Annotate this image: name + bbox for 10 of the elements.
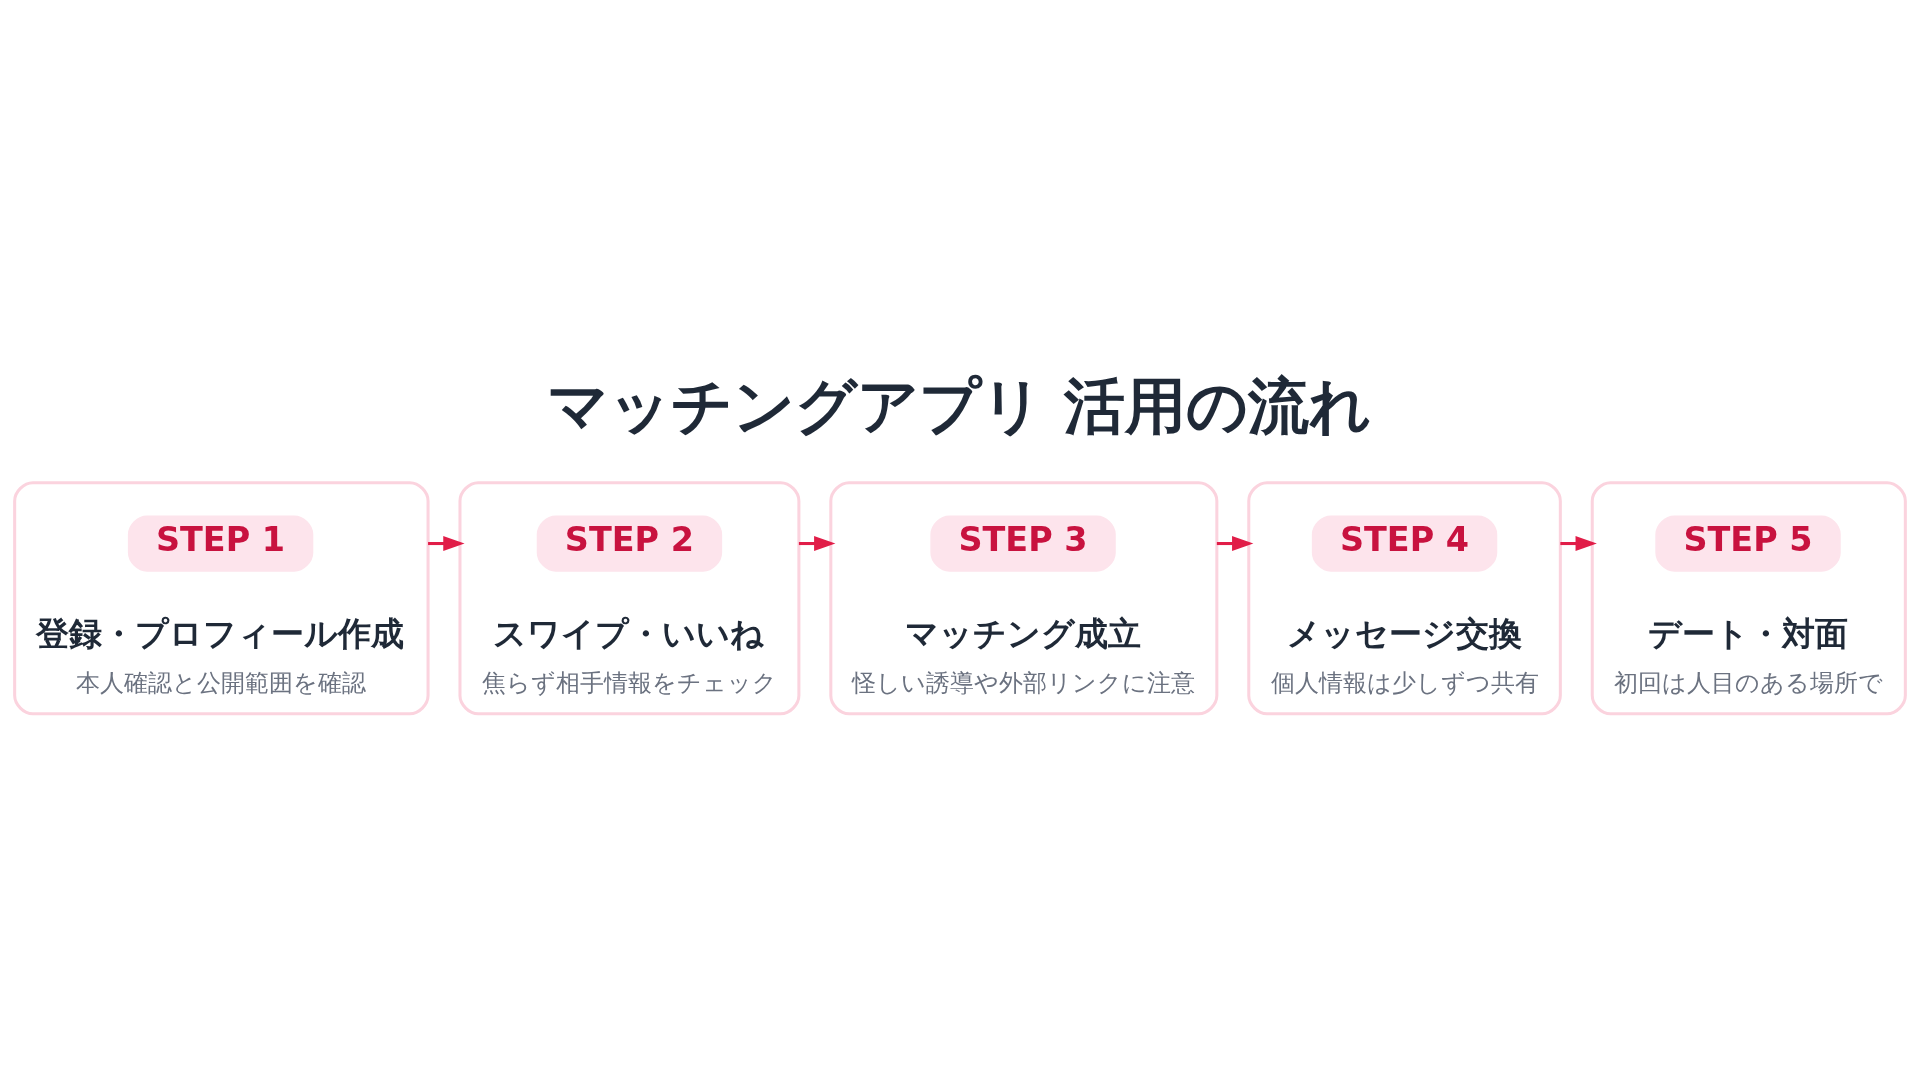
node-box: STEP 3: [930, 514, 1116, 572]
arrow: [1216, 535, 1254, 551]
node-box: STEP 5: [1655, 514, 1841, 572]
diagram-title: マッチングアプリ 活用の流れ: [546, 370, 1371, 441]
arrow: [428, 535, 465, 551]
node-box: STEP 2: [536, 514, 723, 572]
arrow: [1560, 535, 1597, 551]
node-box: STEP 4: [1311, 514, 1498, 572]
node-box: STEP 1: [127, 514, 314, 572]
arrow: [798, 535, 836, 551]
